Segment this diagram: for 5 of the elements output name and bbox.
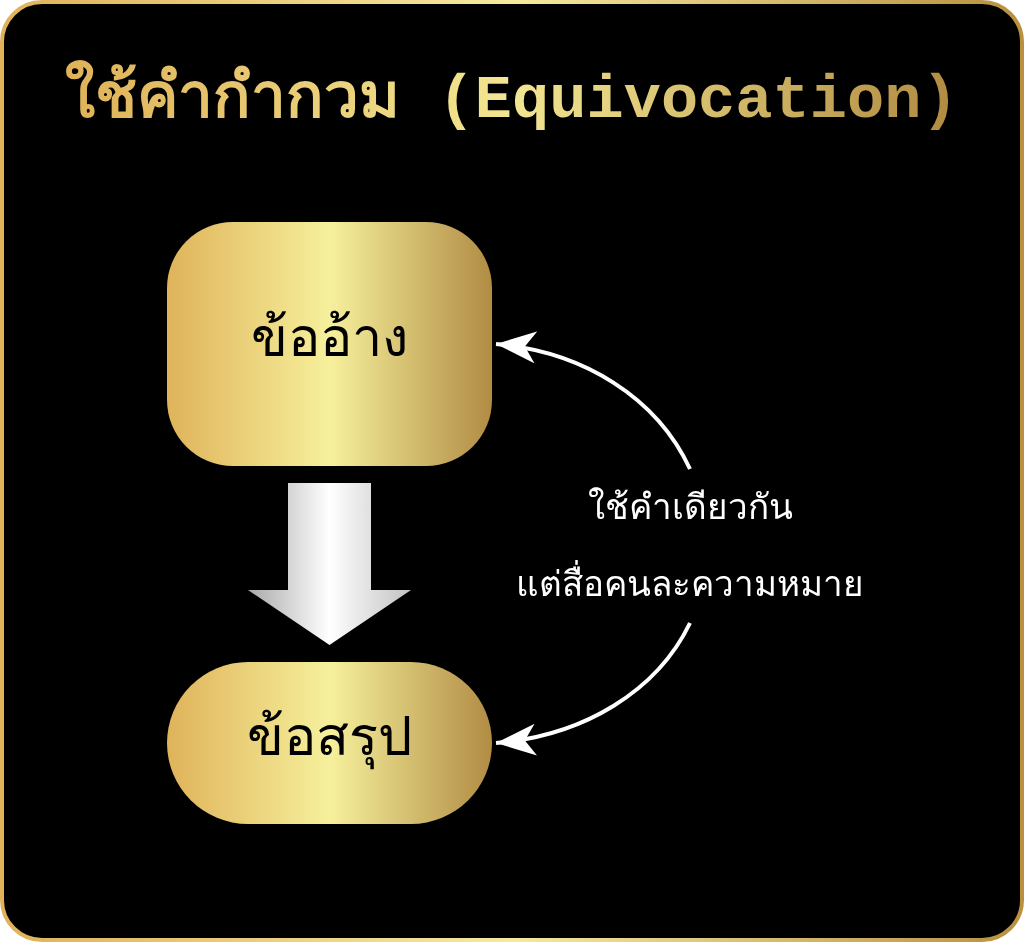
curved-arrow [495,622,692,755]
rounded-box: ข้ออ้าง [167,222,492,466]
note-text: ใช้คำเดียวกัน แต่สื่อคนละความหมาย [514,469,866,623]
block-arrow [248,483,411,645]
curved-arrow [495,333,692,470]
